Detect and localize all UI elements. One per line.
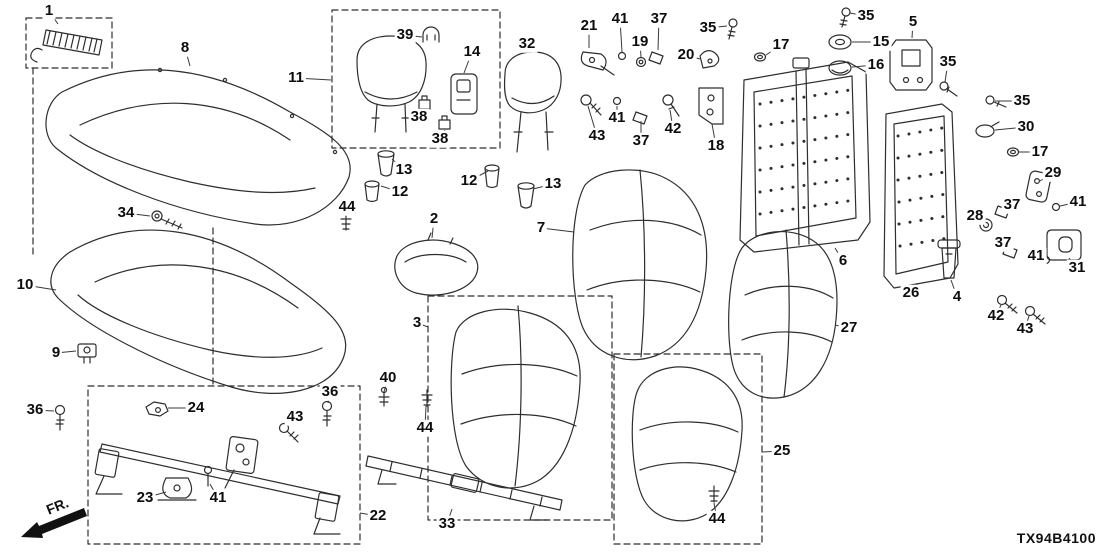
hardware-top-right xyxy=(828,7,958,97)
callout-41: 41 xyxy=(609,9,631,28)
diagram-code: TX94B4100 xyxy=(1016,530,1096,546)
callout-29: 29 xyxy=(1042,163,1064,182)
rail-group-22 xyxy=(87,385,361,545)
callout-35: 35 xyxy=(1011,91,1033,110)
part-seat-cushion-8 xyxy=(45,67,351,226)
callout-18: 18 xyxy=(705,136,727,155)
callout-37: 37 xyxy=(630,131,652,150)
callout-17: 17 xyxy=(1029,142,1051,161)
callout-22: 22 xyxy=(367,506,389,525)
callout-28: 28 xyxy=(964,206,986,225)
callout-27: 27 xyxy=(838,318,860,337)
callout-41: 41 xyxy=(606,108,628,127)
callout-35: 35 xyxy=(855,6,877,25)
callout-41: 41 xyxy=(1067,192,1089,211)
hardware-top-center xyxy=(580,18,767,125)
callout-32: 32 xyxy=(516,34,538,53)
part-seat-cushion-10 xyxy=(50,229,347,394)
fr-direction-arrow xyxy=(21,508,87,538)
part-armrest-lid-2 xyxy=(394,232,479,296)
headrest-group-11 xyxy=(331,9,501,149)
seatback-group-3 xyxy=(427,295,613,521)
callout-43: 43 xyxy=(284,407,306,426)
bolt-36-left xyxy=(54,404,66,431)
part-seatback-pad-7 xyxy=(572,169,708,361)
clip-44-mid xyxy=(421,389,433,407)
callout-16: 16 xyxy=(865,55,887,74)
callout-12: 12 xyxy=(458,171,480,190)
callout-40: 40 xyxy=(377,368,399,387)
callout-36: 36 xyxy=(24,400,46,419)
callout-21: 21 xyxy=(578,16,600,35)
callout-42: 42 xyxy=(985,306,1007,325)
part-grommet-9 xyxy=(77,343,97,364)
assembly-group-1 xyxy=(25,17,113,69)
part-seatback-pad-27 xyxy=(728,229,838,399)
callout-6: 6 xyxy=(836,251,850,270)
clip-44-upper xyxy=(340,213,352,231)
callout-4: 4 xyxy=(950,287,964,306)
callout-19: 19 xyxy=(629,32,651,51)
hardware-right xyxy=(937,95,1082,325)
rail-33 xyxy=(365,455,563,521)
callout-26: 26 xyxy=(900,283,922,302)
callout-37: 37 xyxy=(992,233,1014,252)
callout-8: 8 xyxy=(178,38,192,57)
clip-44-lower xyxy=(708,485,720,503)
callout-10: 10 xyxy=(14,275,36,294)
callout-2: 2 xyxy=(427,209,441,228)
callout-35: 35 xyxy=(937,52,959,71)
callout-31: 31 xyxy=(1066,258,1088,277)
callout-39: 39 xyxy=(394,25,416,44)
callout-43: 43 xyxy=(586,126,608,145)
callout-12: 12 xyxy=(389,182,411,201)
callout-15: 15 xyxy=(870,32,892,51)
callout-13: 13 xyxy=(542,174,564,193)
callout-38: 38 xyxy=(408,107,430,126)
callout-41: 41 xyxy=(1025,246,1047,265)
seatback-group-25 xyxy=(613,353,763,545)
callout-30: 30 xyxy=(1015,117,1037,136)
callout-17: 17 xyxy=(770,35,792,54)
callout-7: 7 xyxy=(534,218,548,237)
callout-34: 34 xyxy=(115,203,137,222)
callout-5: 5 xyxy=(906,12,920,31)
callout-44: 44 xyxy=(414,418,436,437)
callout-9: 9 xyxy=(49,343,63,362)
callout-20: 20 xyxy=(675,45,697,64)
callout-35: 35 xyxy=(697,18,719,37)
callout-37: 37 xyxy=(1001,195,1023,214)
clip-40 xyxy=(378,386,390,407)
callout-11: 11 xyxy=(286,68,306,87)
callout-43: 43 xyxy=(1014,319,1036,338)
callout-37: 37 xyxy=(648,9,670,28)
part-seatback-frame-6 xyxy=(739,57,871,253)
callout-44: 44 xyxy=(336,197,358,216)
callout-23: 23 xyxy=(134,488,156,507)
callout-36: 36 xyxy=(319,382,341,401)
callout-42: 42 xyxy=(662,119,684,138)
callout-14: 14 xyxy=(461,42,483,61)
callout-38: 38 xyxy=(429,129,451,148)
callout-25: 25 xyxy=(771,441,793,460)
callout-24: 24 xyxy=(185,398,207,417)
headrest-guides-12-13 xyxy=(364,150,535,209)
callout-44: 44 xyxy=(706,509,728,528)
callout-41: 41 xyxy=(207,488,229,507)
bolt-34 xyxy=(151,210,183,230)
callout-3: 3 xyxy=(410,313,424,332)
callout-13: 13 xyxy=(393,160,415,179)
callout-33: 33 xyxy=(436,514,458,533)
callout-1: 1 xyxy=(42,1,56,20)
construction-lines xyxy=(32,67,214,385)
